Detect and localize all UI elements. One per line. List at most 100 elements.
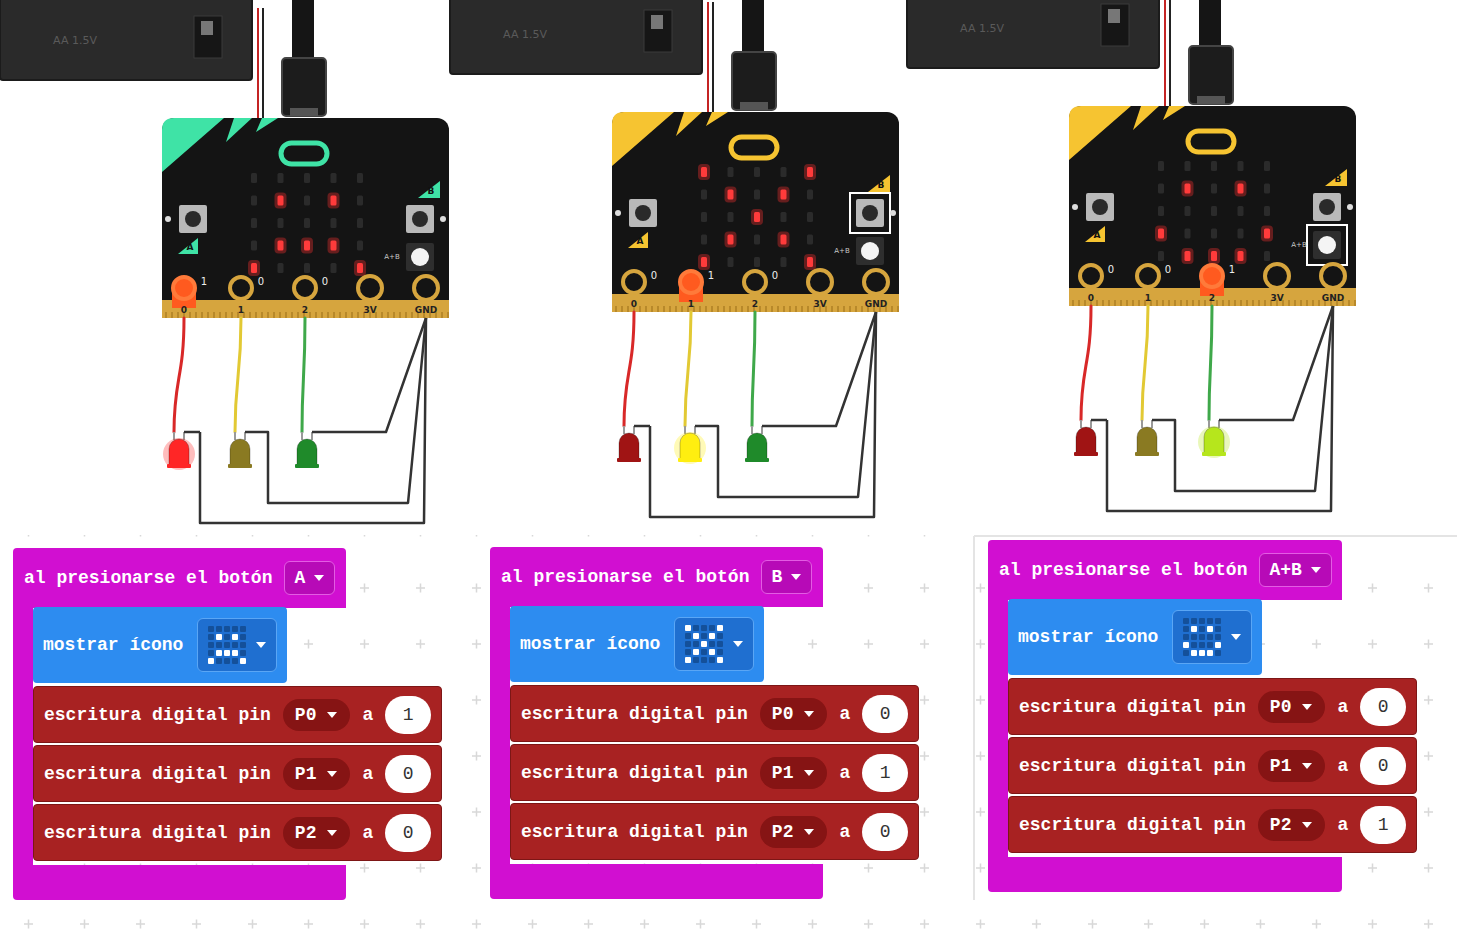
icon-dot bbox=[1191, 634, 1197, 640]
pin-ring bbox=[414, 276, 438, 300]
icon-dot bbox=[224, 634, 230, 640]
connector-tooth bbox=[213, 312, 215, 318]
event-header: al presionarse el botónA+B bbox=[988, 540, 1342, 600]
led-glow bbox=[248, 260, 260, 276]
signal-wire bbox=[1209, 306, 1212, 420]
matrix-led bbox=[251, 196, 257, 206]
connector-tooth bbox=[399, 312, 401, 318]
connector-tooth bbox=[741, 306, 743, 312]
pin-name: 3V bbox=[1270, 294, 1283, 303]
block-label: escritura digital pin bbox=[44, 764, 271, 784]
battery-switch bbox=[1101, 4, 1129, 46]
battery-lead bbox=[257, 8, 259, 118]
block-label: escritura digital pin bbox=[44, 705, 271, 725]
led-glow bbox=[275, 193, 287, 209]
ground-wire bbox=[1152, 419, 1155, 422]
digital-write-block: escritura digital pinP0a0 bbox=[1008, 678, 1417, 735]
connector-tooth bbox=[315, 312, 317, 318]
led-glow bbox=[751, 209, 763, 225]
dropdown-arrow-shape bbox=[1302, 763, 1312, 769]
event-header: al presionarse el botónA bbox=[13, 548, 346, 608]
connector-tooth bbox=[333, 312, 335, 318]
ground-wire bbox=[1219, 419, 1222, 422]
connector-tooth bbox=[627, 306, 629, 312]
pin-ring bbox=[744, 271, 766, 293]
pin-name: 2 bbox=[302, 306, 308, 315]
usb-plug bbox=[282, 58, 326, 116]
block-label: a bbox=[839, 763, 850, 783]
matrix-led bbox=[251, 218, 257, 228]
connector-tooth bbox=[843, 306, 845, 312]
matrix-led bbox=[278, 196, 284, 206]
icon-dot bbox=[1199, 634, 1205, 640]
connector-tooth bbox=[699, 306, 701, 312]
block-label: a bbox=[1337, 756, 1348, 776]
workspace-edge bbox=[974, 536, 1457, 900]
pin-dropdown: P2 bbox=[283, 817, 351, 849]
connector-tooth bbox=[891, 306, 893, 312]
connector-tooth bbox=[1198, 300, 1200, 306]
icon-dot bbox=[685, 633, 691, 639]
connector-tooth bbox=[309, 312, 311, 318]
connector-tooth bbox=[1318, 300, 1320, 306]
board-body bbox=[1069, 106, 1356, 306]
connector-tooth bbox=[1294, 300, 1296, 306]
ground-wire bbox=[765, 312, 876, 426]
pin-name: 0 bbox=[1088, 294, 1094, 303]
matrix-led bbox=[728, 212, 734, 222]
connector-tooth bbox=[1192, 300, 1194, 306]
edge-dot bbox=[615, 210, 621, 216]
block-label: a bbox=[1337, 697, 1348, 717]
icon-dot bbox=[240, 642, 246, 648]
event-block: al presionarse el botónAmostrar íconoesc… bbox=[13, 548, 346, 900]
matrix-led bbox=[1264, 184, 1270, 194]
led-glow bbox=[354, 260, 366, 276]
icon-dot bbox=[709, 641, 715, 647]
icon-preview bbox=[207, 625, 247, 665]
led-body bbox=[1137, 427, 1157, 454]
dropdown-arrow bbox=[790, 573, 802, 581]
matrix-led bbox=[1185, 229, 1191, 239]
icon-dot bbox=[216, 626, 222, 632]
connector-tooth bbox=[1300, 300, 1302, 306]
connector-tooth bbox=[171, 312, 173, 318]
edge-dot bbox=[440, 216, 446, 222]
ground-wire bbox=[1222, 306, 1333, 420]
led-rim bbox=[745, 458, 769, 462]
led-glow bbox=[804, 254, 816, 270]
icon-dot bbox=[1183, 618, 1189, 624]
battery-label: AA 1.5V bbox=[53, 35, 97, 46]
pin-name: 2 bbox=[752, 300, 758, 309]
connector-tooth bbox=[735, 306, 737, 312]
matrix-led bbox=[304, 218, 310, 228]
dropdown-arrow-shape bbox=[804, 711, 814, 717]
connector-tooth bbox=[201, 312, 203, 318]
connector-tooth bbox=[651, 306, 653, 312]
digital-write-block: escritura digital pinP1a1 bbox=[510, 744, 919, 801]
battery-switch bbox=[194, 16, 222, 58]
button-label: A bbox=[187, 243, 194, 252]
led-glow bbox=[698, 254, 710, 270]
led-glow bbox=[725, 232, 737, 248]
matrix-led bbox=[357, 196, 363, 206]
pin-value: 1 bbox=[201, 277, 207, 287]
matrix-led bbox=[701, 190, 707, 200]
led-glow bbox=[778, 232, 790, 248]
value-text: 0 bbox=[403, 823, 414, 843]
icon-dot bbox=[685, 625, 691, 631]
dropdown-arrow bbox=[1301, 762, 1313, 770]
push-button bbox=[629, 199, 657, 227]
led-glow bbox=[778, 187, 790, 203]
matrix-led bbox=[807, 167, 813, 177]
pin-name: 0 bbox=[631, 300, 637, 309]
icon-dot bbox=[224, 642, 230, 648]
event-footer bbox=[988, 857, 1342, 892]
block-label: a bbox=[839, 822, 850, 842]
connector-tooth bbox=[1168, 300, 1170, 306]
icon-dot bbox=[1215, 626, 1221, 632]
matrix-led bbox=[1185, 206, 1191, 216]
icon-dropdown bbox=[1172, 610, 1252, 664]
connector-tooth bbox=[663, 306, 665, 312]
icon-dot bbox=[232, 626, 238, 632]
connector-tooth bbox=[1174, 300, 1176, 306]
